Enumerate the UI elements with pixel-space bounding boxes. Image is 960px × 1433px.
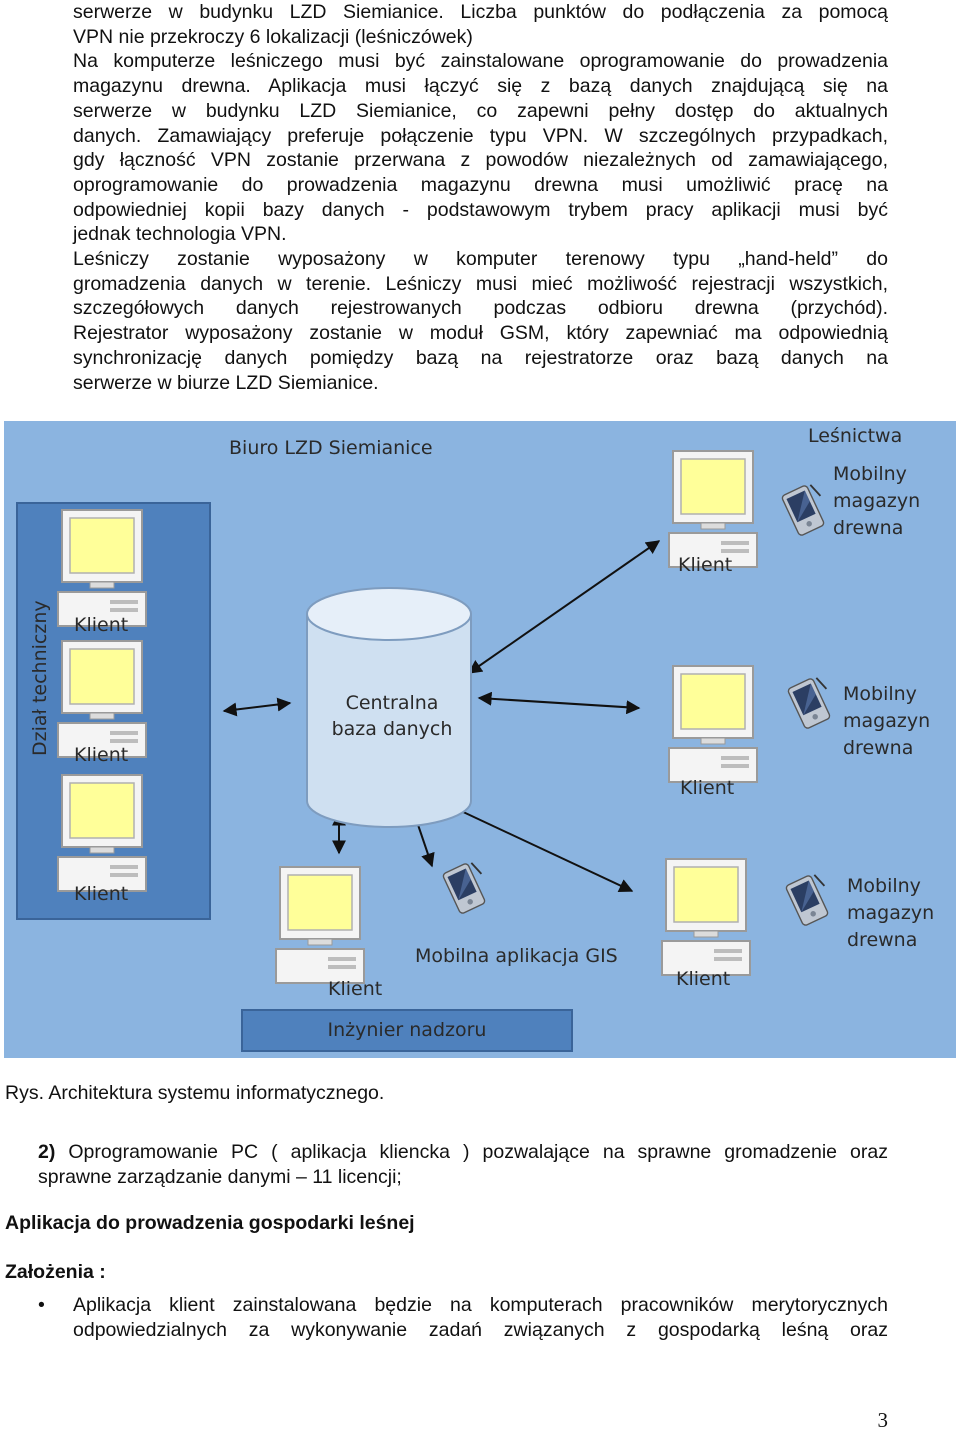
client-label: Klient (328, 978, 382, 1000)
client-label: Klient (680, 777, 734, 799)
client-label: Klient (74, 883, 128, 905)
computer-icon (57, 774, 147, 892)
text-line: Aplikacja klient zainstalowana będzie na… (73, 1294, 888, 1316)
item-text: sprawne zarządzanie danymi – 11 licencji… (38, 1166, 402, 1188)
text-line: oprogramowanie do prowadzenia magazynu d… (73, 173, 888, 196)
database-icon (306, 587, 472, 828)
item-text: Oprogramowanie PC ( aplikacja kliencka )… (68, 1141, 888, 1163)
figure-caption: Rys. Architektura systemu informatyczneg… (5, 1082, 385, 1104)
mobile-label: drewna (843, 737, 913, 759)
text-line: odpowiedniej kopii bazy danych - podstaw… (73, 198, 888, 221)
text-line: synchronizację danych pomiędzy bazą na r… (73, 346, 888, 369)
mobile-label: Mobilny (847, 875, 921, 897)
text-line: danych. Zamawiający preferuje połączenie… (73, 124, 888, 147)
architecture-diagram: Biuro LZD Siemianice Leśnictwa Dział tec… (4, 421, 956, 1058)
body-paragraph: serwerze w budynku LZD Siemianice. Liczb… (73, 0, 888, 395)
computer-icon (668, 450, 758, 568)
text-line: serwerze w budynku LZD Siemianice. Liczb… (73, 1, 888, 23)
text-line: Leśniczy zostanie wyposażony w komputer … (73, 248, 888, 271)
text-line: odpowiedzialnych za wykonywanie zadań zw… (73, 1319, 888, 1341)
bullet-icon: • (38, 1294, 45, 1316)
client-label: Klient (676, 968, 730, 990)
office-title: Biuro LZD Siemianice (229, 437, 433, 459)
text-line: serwerze w budynku LZD Siemianice, co za… (73, 99, 888, 122)
mobile-label: magazyn (843, 710, 930, 732)
client-label: Klient (74, 614, 128, 636)
computer-icon (661, 858, 751, 976)
mobile-label: Mobilny (833, 463, 907, 485)
database-label: Centralna (346, 692, 439, 714)
connection-arrow (442, 802, 634, 892)
technical-department-label: Dział techniczny (29, 600, 51, 756)
item-number: 2) (38, 1141, 56, 1163)
text-line: Na komputerze leśniczego musi być zainst… (73, 50, 888, 73)
connection-arrow (222, 697, 292, 717)
client-label: Klient (678, 554, 732, 576)
connection-arrow (477, 691, 641, 715)
mobile-label: Mobilny (843, 683, 917, 705)
mobile-label: drewna (847, 929, 917, 951)
subsection-heading: Założenia : (5, 1261, 106, 1283)
connection-arrow (467, 540, 661, 674)
section-heading: Aplikacja do prowadzenia gospodarki leśn… (5, 1212, 415, 1234)
list-item-2: 2) Oprogramowanie PC ( aplikacja klienck… (38, 1140, 888, 1190)
client-label: Klient (74, 744, 128, 766)
text-line: serwerze w biurze LZD Siemianice. (73, 371, 379, 394)
computer-icon (57, 509, 147, 627)
page-number: 3 (877, 1408, 889, 1432)
text-line: jednak technologia VPN. (73, 223, 287, 246)
text-line: Rejestrator wyposażony zostanie w moduł … (73, 322, 888, 345)
computer-icon (668, 665, 758, 783)
supervisor-label: Inżynier nadzoru (328, 1019, 487, 1041)
text-line: VPN nie przekroczy 6 lokalizacji (leśnic… (73, 25, 473, 48)
forestry-title: Leśnictwa (808, 425, 902, 447)
gis-label: Mobilna aplikacja GIS (415, 945, 618, 967)
supervisor-panel (241, 1009, 573, 1052)
text-line: szczegółowych danych rejestrowanych podc… (73, 297, 888, 320)
mobile-label: drewna (833, 517, 903, 539)
text-line: magazynu drewna. Aplikacja musi łączyć s… (73, 75, 888, 98)
computer-icon (275, 866, 365, 984)
database-label: baza danych (332, 718, 453, 740)
text-line: gromadzenia danych w terenie. Leśniczy m… (73, 272, 888, 295)
computer-icon (57, 640, 147, 758)
mobile-label: magazyn (847, 902, 934, 924)
text-line: gdy łączność VPN zostanie przerwana z po… (73, 149, 888, 172)
mobile-label: magazyn (833, 490, 920, 512)
